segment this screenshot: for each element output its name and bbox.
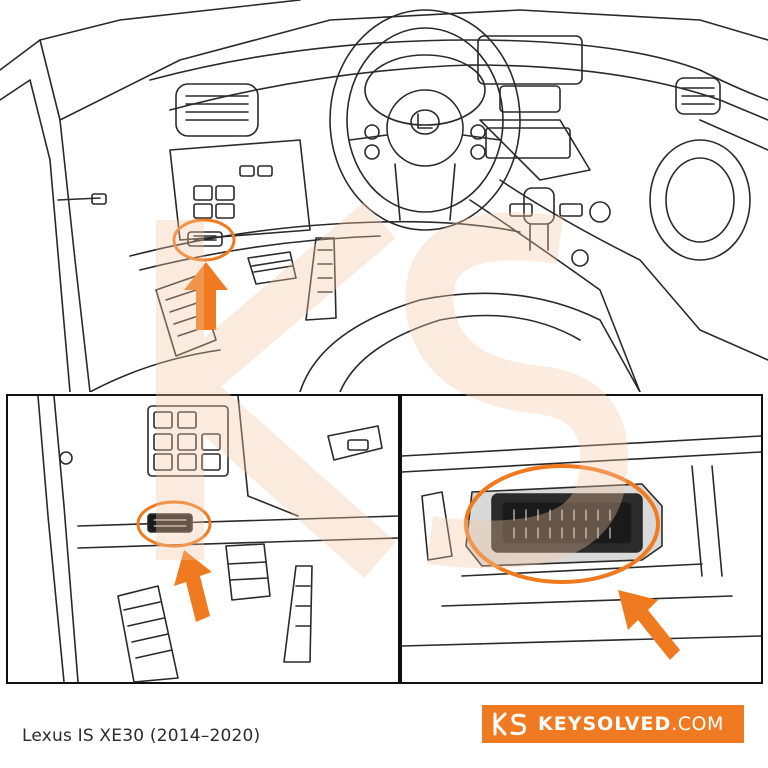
interior-overview-illustration — [0, 0, 768, 392]
ks-logo-icon — [493, 712, 526, 736]
brand-tld: .COM — [671, 713, 724, 735]
keysolved-brand-banner[interactable]: KEYSOLVED.COM — [482, 705, 744, 743]
under-dash-closeup — [6, 394, 400, 684]
caption: Lexus IS XE30 (2014–2020) — [22, 726, 261, 746]
obd-port-detail — [400, 394, 763, 684]
brand-name: KEYSOLVED — [538, 713, 672, 735]
